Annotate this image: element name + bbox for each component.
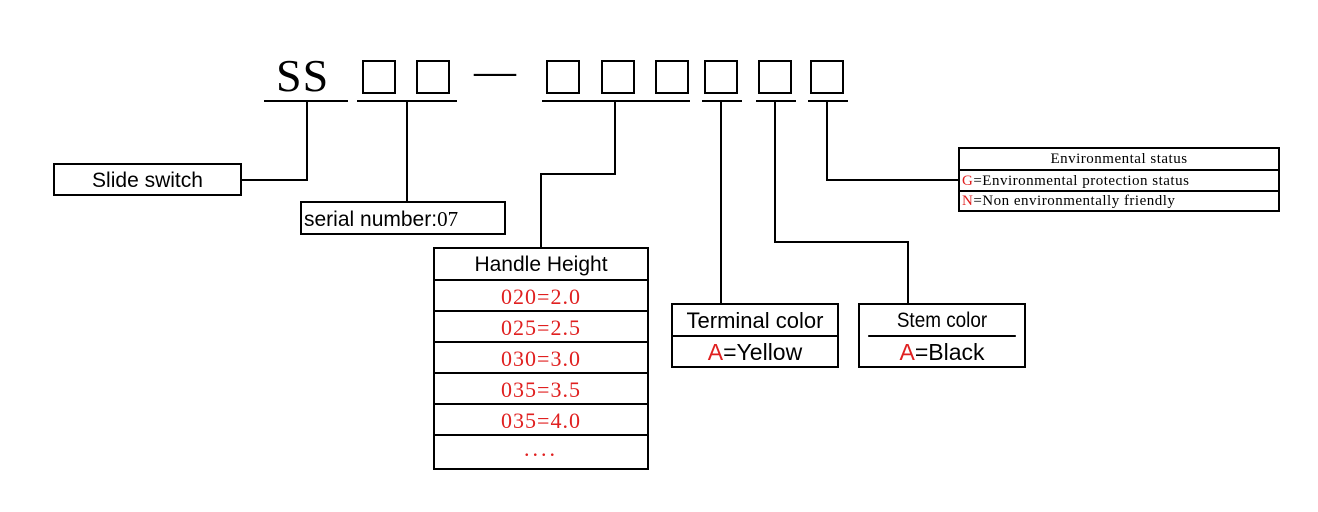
terminal-color-option: A=Yellow bbox=[673, 337, 837, 368]
connector-stem-v1 bbox=[774, 101, 776, 243]
environmental-option: N=Non environmentally friendly bbox=[960, 192, 1278, 211]
serial-number-value: 07 bbox=[437, 207, 459, 231]
handle-height-title: Handle Height bbox=[435, 249, 647, 281]
terminal-underline bbox=[702, 100, 742, 102]
stem-color-code: A bbox=[899, 339, 915, 365]
serial-slot-1 bbox=[362, 60, 396, 94]
environmental-option-code: G bbox=[962, 173, 974, 189]
connector-terminal bbox=[720, 101, 722, 305]
environmental-status-table: Environmental status G=Environmental pro… bbox=[958, 147, 1280, 212]
stem-slot bbox=[758, 60, 792, 94]
handle-slot-3 bbox=[655, 60, 689, 94]
connector-handle-h bbox=[540, 173, 616, 175]
connector-stem-h bbox=[774, 241, 909, 243]
handle-option: 035=4.0 bbox=[435, 405, 647, 436]
stem-color-value: =Black bbox=[914, 339, 985, 365]
terminal-color-value: =Yellow bbox=[723, 339, 803, 365]
terminal-color-table: Terminal color A=Yellow bbox=[671, 303, 839, 368]
environmental-option-code: N bbox=[962, 193, 974, 209]
slide-switch-label: Slide switch bbox=[92, 169, 203, 192]
handle-option: 020=2.0 bbox=[435, 281, 647, 312]
terminal-color-code: A bbox=[707, 339, 724, 365]
handle-underline bbox=[542, 100, 690, 102]
environment-underline bbox=[808, 100, 848, 102]
serial-number-box: serial number:07 bbox=[300, 201, 506, 235]
environmental-option-text: =Environmental protection status bbox=[973, 173, 1190, 189]
handle-option-ellipsis: .... bbox=[524, 436, 558, 461]
slide-switch-box: Slide switch bbox=[53, 163, 242, 196]
serial-slot-2 bbox=[416, 60, 450, 94]
connector-environment-h bbox=[826, 179, 960, 181]
connector-handle-v1 bbox=[614, 101, 616, 175]
handle-slot-2 bbox=[601, 60, 635, 94]
connector-environment-v bbox=[826, 101, 828, 181]
code-dash: — bbox=[474, 49, 516, 95]
stem-color-table: Stem color A=Black bbox=[858, 303, 1026, 368]
stem-color-title: Stem color bbox=[868, 305, 1016, 337]
environmental-option-text: =Non environmentally friendly bbox=[973, 193, 1176, 209]
serial-number-label: serial number: bbox=[304, 208, 438, 231]
environmental-option: G=Environmental protection status bbox=[960, 171, 1278, 192]
environment-slot bbox=[810, 60, 844, 94]
terminal-slot bbox=[704, 60, 738, 94]
handle-height-table: Handle Height 020=2.0 025=2.5 030=3.0 03… bbox=[433, 247, 649, 470]
connector-slide-switch bbox=[306, 101, 308, 181]
stem-underline bbox=[756, 100, 796, 102]
stem-color-option: A=Black bbox=[860, 337, 1024, 368]
handle-slot-1 bbox=[546, 60, 580, 94]
code-prefix: SS bbox=[276, 50, 330, 101]
handle-option: 030=3.0 bbox=[435, 343, 647, 374]
connector-handle-v2 bbox=[540, 173, 542, 249]
connector-stem-v2 bbox=[907, 241, 909, 305]
terminal-color-title: Terminal color bbox=[673, 305, 837, 337]
connector-slide-switch-h bbox=[241, 179, 308, 181]
handle-option: 035=3.5 bbox=[435, 374, 647, 405]
environmental-status-title: Environmental status bbox=[960, 149, 1278, 171]
connector-serial bbox=[406, 101, 408, 203]
handle-option: 025=2.5 bbox=[435, 312, 647, 343]
